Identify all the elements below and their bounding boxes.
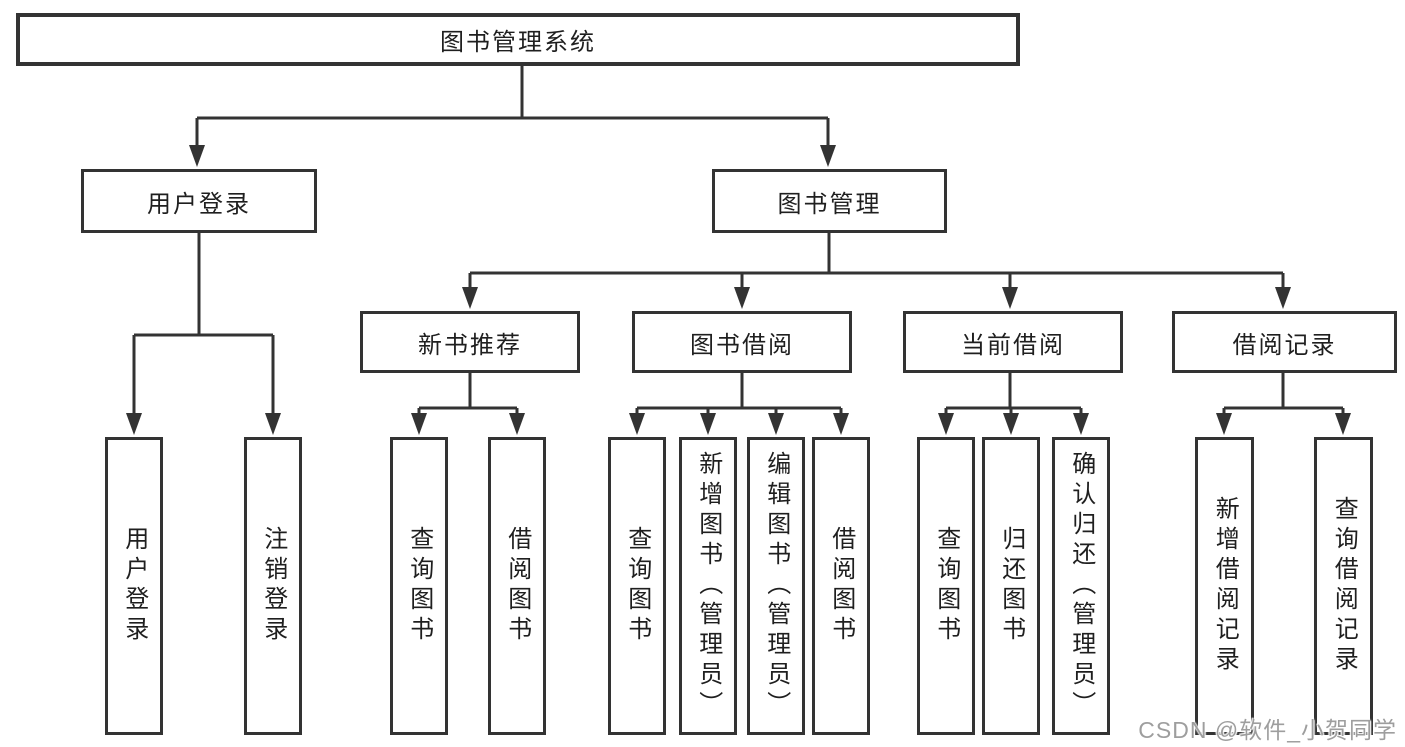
leaf-bb-edit-books-admin: 编辑图书（管理员） (747, 437, 805, 735)
node-label: 借阅记录 (1232, 331, 1337, 359)
leaf-bb-add-books-admin: 新增图书（管理员） (679, 437, 737, 735)
leaf-label: 查询图书 (405, 526, 433, 646)
leaf-label: 归还图书 (997, 526, 1025, 646)
leaf-nb-borrow-books: 借阅图书 (488, 437, 546, 735)
node-book-borrowing: 图书借阅 (632, 311, 852, 373)
leaf-label: 用户登录 (120, 526, 148, 646)
node-label: 当前借阅 (961, 331, 1065, 359)
leaf-cb-confirm-return-admin: 确认归还（管理员） (1052, 437, 1110, 735)
leaf-label: 查询图书 (932, 526, 960, 646)
node-label: 图书借阅 (690, 331, 794, 359)
node-label: 新书推荐 (418, 331, 522, 359)
leaf-user-login: 用户登录 (105, 437, 163, 735)
leaf-label: 注销登录 (259, 526, 287, 646)
leaf-cb-query-books: 查询图书 (917, 437, 975, 735)
leaf-nb-query-books: 查询图书 (390, 437, 448, 735)
leaf-label: 新增图书（管理员） (694, 451, 722, 721)
leaf-label: 确认归还（管理员） (1067, 451, 1095, 721)
node-label: 图书管理 (777, 190, 882, 218)
leaf-label: 查询借阅记录 (1330, 496, 1358, 676)
node-current-borrowing: 当前借阅 (903, 311, 1123, 373)
leaf-label: 借阅图书 (503, 526, 531, 646)
leaf-br-query-borrow-record: 查询借阅记录 (1314, 437, 1373, 735)
node-root-label: 图书管理系统 (440, 29, 596, 56)
leaf-bb-query-books: 查询图书 (608, 437, 666, 735)
leaf-label: 编辑图书（管理员） (762, 451, 790, 721)
leaf-bb-borrow-books: 借阅图书 (812, 437, 870, 735)
node-borrowing-records: 借阅记录 (1172, 311, 1397, 373)
leaf-br-add-borrow-record: 新增借阅记录 (1195, 437, 1254, 735)
node-book-management: 图书管理 (712, 169, 947, 233)
node-user-login: 用户登录 (81, 169, 317, 233)
leaf-label: 借阅图书 (827, 526, 855, 646)
leaf-label: 新增借阅记录 (1211, 496, 1239, 676)
leaf-logout: 注销登录 (244, 437, 302, 735)
node-new-book-recommendation: 新书推荐 (360, 311, 580, 373)
node-root: 图书管理系统 (16, 13, 1020, 66)
leaf-cb-return-books: 归还图书 (982, 437, 1040, 735)
leaf-label: 查询图书 (623, 526, 651, 646)
node-label: 用户登录 (147, 190, 251, 218)
watermark: CSDN @软件_小贺同学 (1138, 717, 1397, 743)
